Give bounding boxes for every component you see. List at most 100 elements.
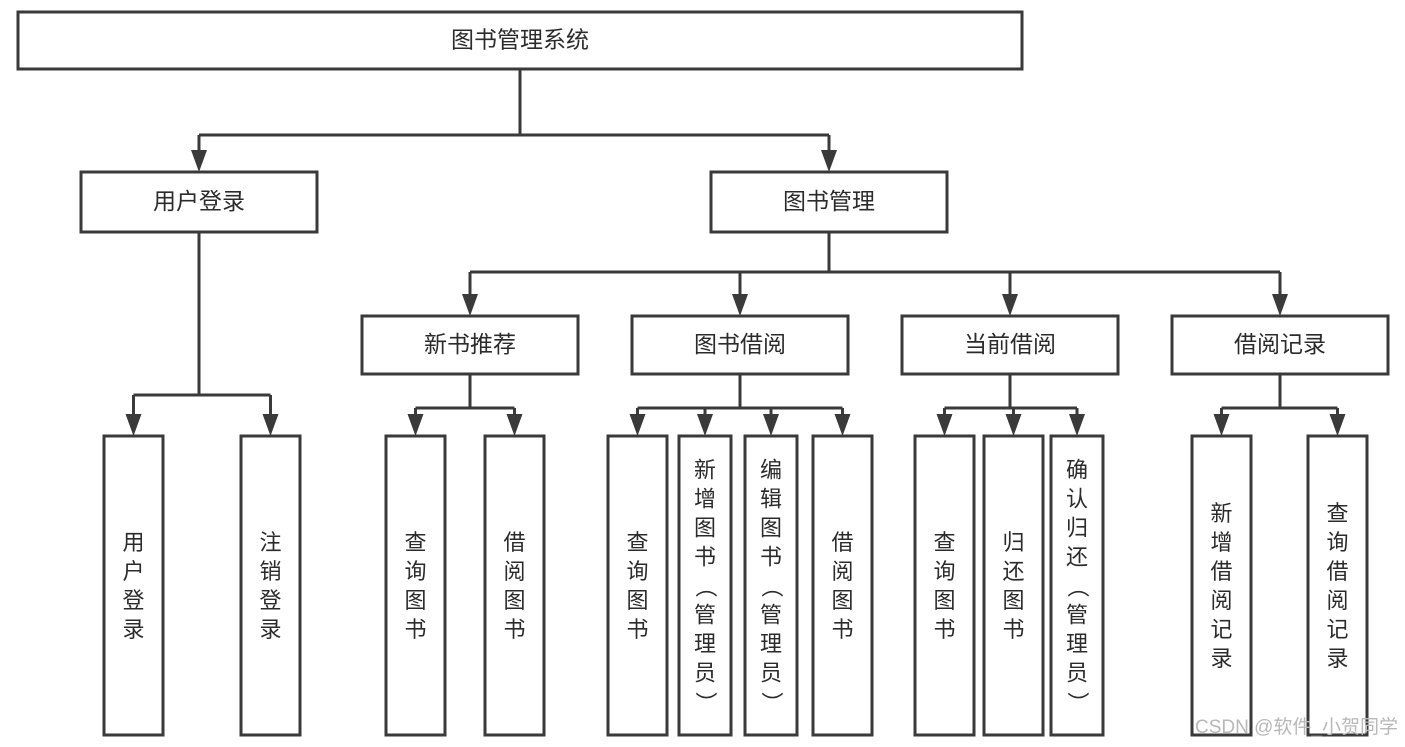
arrow-head-icon [821,150,837,172]
node-label-char: 还 [1066,545,1088,570]
node-label-char: 查 [933,530,955,555]
node-label-char: 询 [933,559,955,584]
arrow-head-icon [1005,414,1022,436]
node-box-leaf-return-book[interactable] [982,434,1045,737]
node-label-char: 图 [626,588,648,613]
node-label-char: 查 [626,530,648,555]
node-label-char: 书 [694,545,716,570]
node-box-leaf-query-book-rec[interactable] [384,434,447,737]
node-book-borrow[interactable]: 图书借阅 [630,314,850,376]
node-box-current-borrow[interactable] [900,314,1120,376]
node-current-borrow[interactable]: 当前借阅 [900,314,1120,376]
arrow-head-icon [506,414,523,436]
arrow-head-icon [1002,294,1018,316]
node-box-leaf-user-logout[interactable] [239,434,302,737]
node-label-char: 销 [259,559,281,584]
node-borrow-record[interactable]: 借阅记录 [1170,314,1390,376]
node-label-book-manage: 图书管理 [783,188,875,214]
node-label-char: 增 [694,487,716,512]
node-box-leaf-add-book-admin[interactable] [677,434,733,737]
node-box-new-book-rec[interactable] [360,314,580,376]
arrow-head-icon [732,294,748,316]
node-label-char: 阅 [1210,588,1232,613]
node-box-leaf-add-borrow-record[interactable] [1190,434,1253,737]
node-box-borrow-record[interactable] [1170,314,1390,376]
node-label-char: 借 [1326,559,1348,584]
node-box-leaf-user-login[interactable] [102,434,165,737]
node-box-user-login[interactable] [79,170,319,234]
arrow-head-icon [629,414,646,436]
node-label-char: 还 [1002,559,1024,584]
node-root[interactable]: 图书管理系统 [16,10,1024,71]
node-book-manage[interactable]: 图书管理 [709,170,949,234]
node-box-leaf-borrow-book[interactable] [811,434,874,737]
node-label-root: 图书管理系统 [451,27,589,53]
node-label-char: 书 [404,617,426,642]
connector-group-current-borrow [936,374,1085,436]
node-label-char: 理 [1066,632,1088,657]
node-leaf-user-login[interactable]: 用户登录 [102,434,165,737]
node-label-char: 图 [831,588,853,613]
node-label-char: 录 [122,617,144,642]
node-label-char: 图 [404,588,426,613]
arrow-head-icon [1213,414,1230,436]
connector-group-root [191,69,837,172]
node-label-char: ） [759,692,784,714]
node-box-book-borrow[interactable] [630,314,850,376]
node-label-char: 辑 [760,487,782,512]
node-label-char: （ [759,576,784,598]
node-box-leaf-query-book-current[interactable] [913,434,976,737]
node-box-leaf-edit-book-admin[interactable] [743,434,799,737]
node-label-char: 登 [259,588,281,613]
node-box-leaf-query-book-borrow[interactable] [606,434,669,737]
node-label-char: 图 [694,516,716,541]
node-box-book-manage[interactable] [709,170,949,234]
connector-group-new-book-rec [407,374,523,436]
node-box-leaf-borrow-book-rec[interactable] [483,434,546,737]
node-new-book-rec[interactable]: 新书推荐 [360,314,580,376]
node-label-char: 图 [933,588,955,613]
arrow-head-icon [1272,294,1288,316]
node-box-root[interactable] [16,10,1024,71]
node-label-char: 记 [1210,617,1232,642]
arrow-head-icon [407,414,424,436]
node-label-char: 录 [1210,646,1232,671]
node-label-char: （ [1065,576,1090,598]
node-label-char: 询 [626,559,648,584]
node-label-char: 阅 [503,559,525,584]
node-label-char: 查 [1326,501,1348,526]
node-label-char: 员 [760,661,782,686]
arrow-head-icon [191,150,207,172]
node-label-char: 理 [694,632,716,657]
node-label-char: 认 [1066,487,1088,512]
node-label-char: 书 [933,617,955,642]
csdn-watermark: CSDN @软件_小贺同学 [1195,716,1398,738]
connector-group-book-manage [462,232,1288,316]
node-label-char: 注 [259,530,281,555]
node-user-login[interactable]: 用户登录 [79,170,319,234]
node-label-char: 员 [1066,661,1088,686]
arrow-head-icon [262,414,279,436]
node-label-char: 编 [760,458,782,483]
node-label-char: 管 [760,603,782,628]
node-label-char: 理 [760,632,782,657]
node-box-leaf-confirm-return-admin[interactable] [1049,434,1105,737]
node-label-char: 登 [122,588,144,613]
node-box-leaf-query-borrow-record[interactable] [1306,434,1369,737]
node-label-char: 书 [831,617,853,642]
connector-group-user-login [125,232,279,436]
node-label-char: 新 [1210,501,1232,526]
